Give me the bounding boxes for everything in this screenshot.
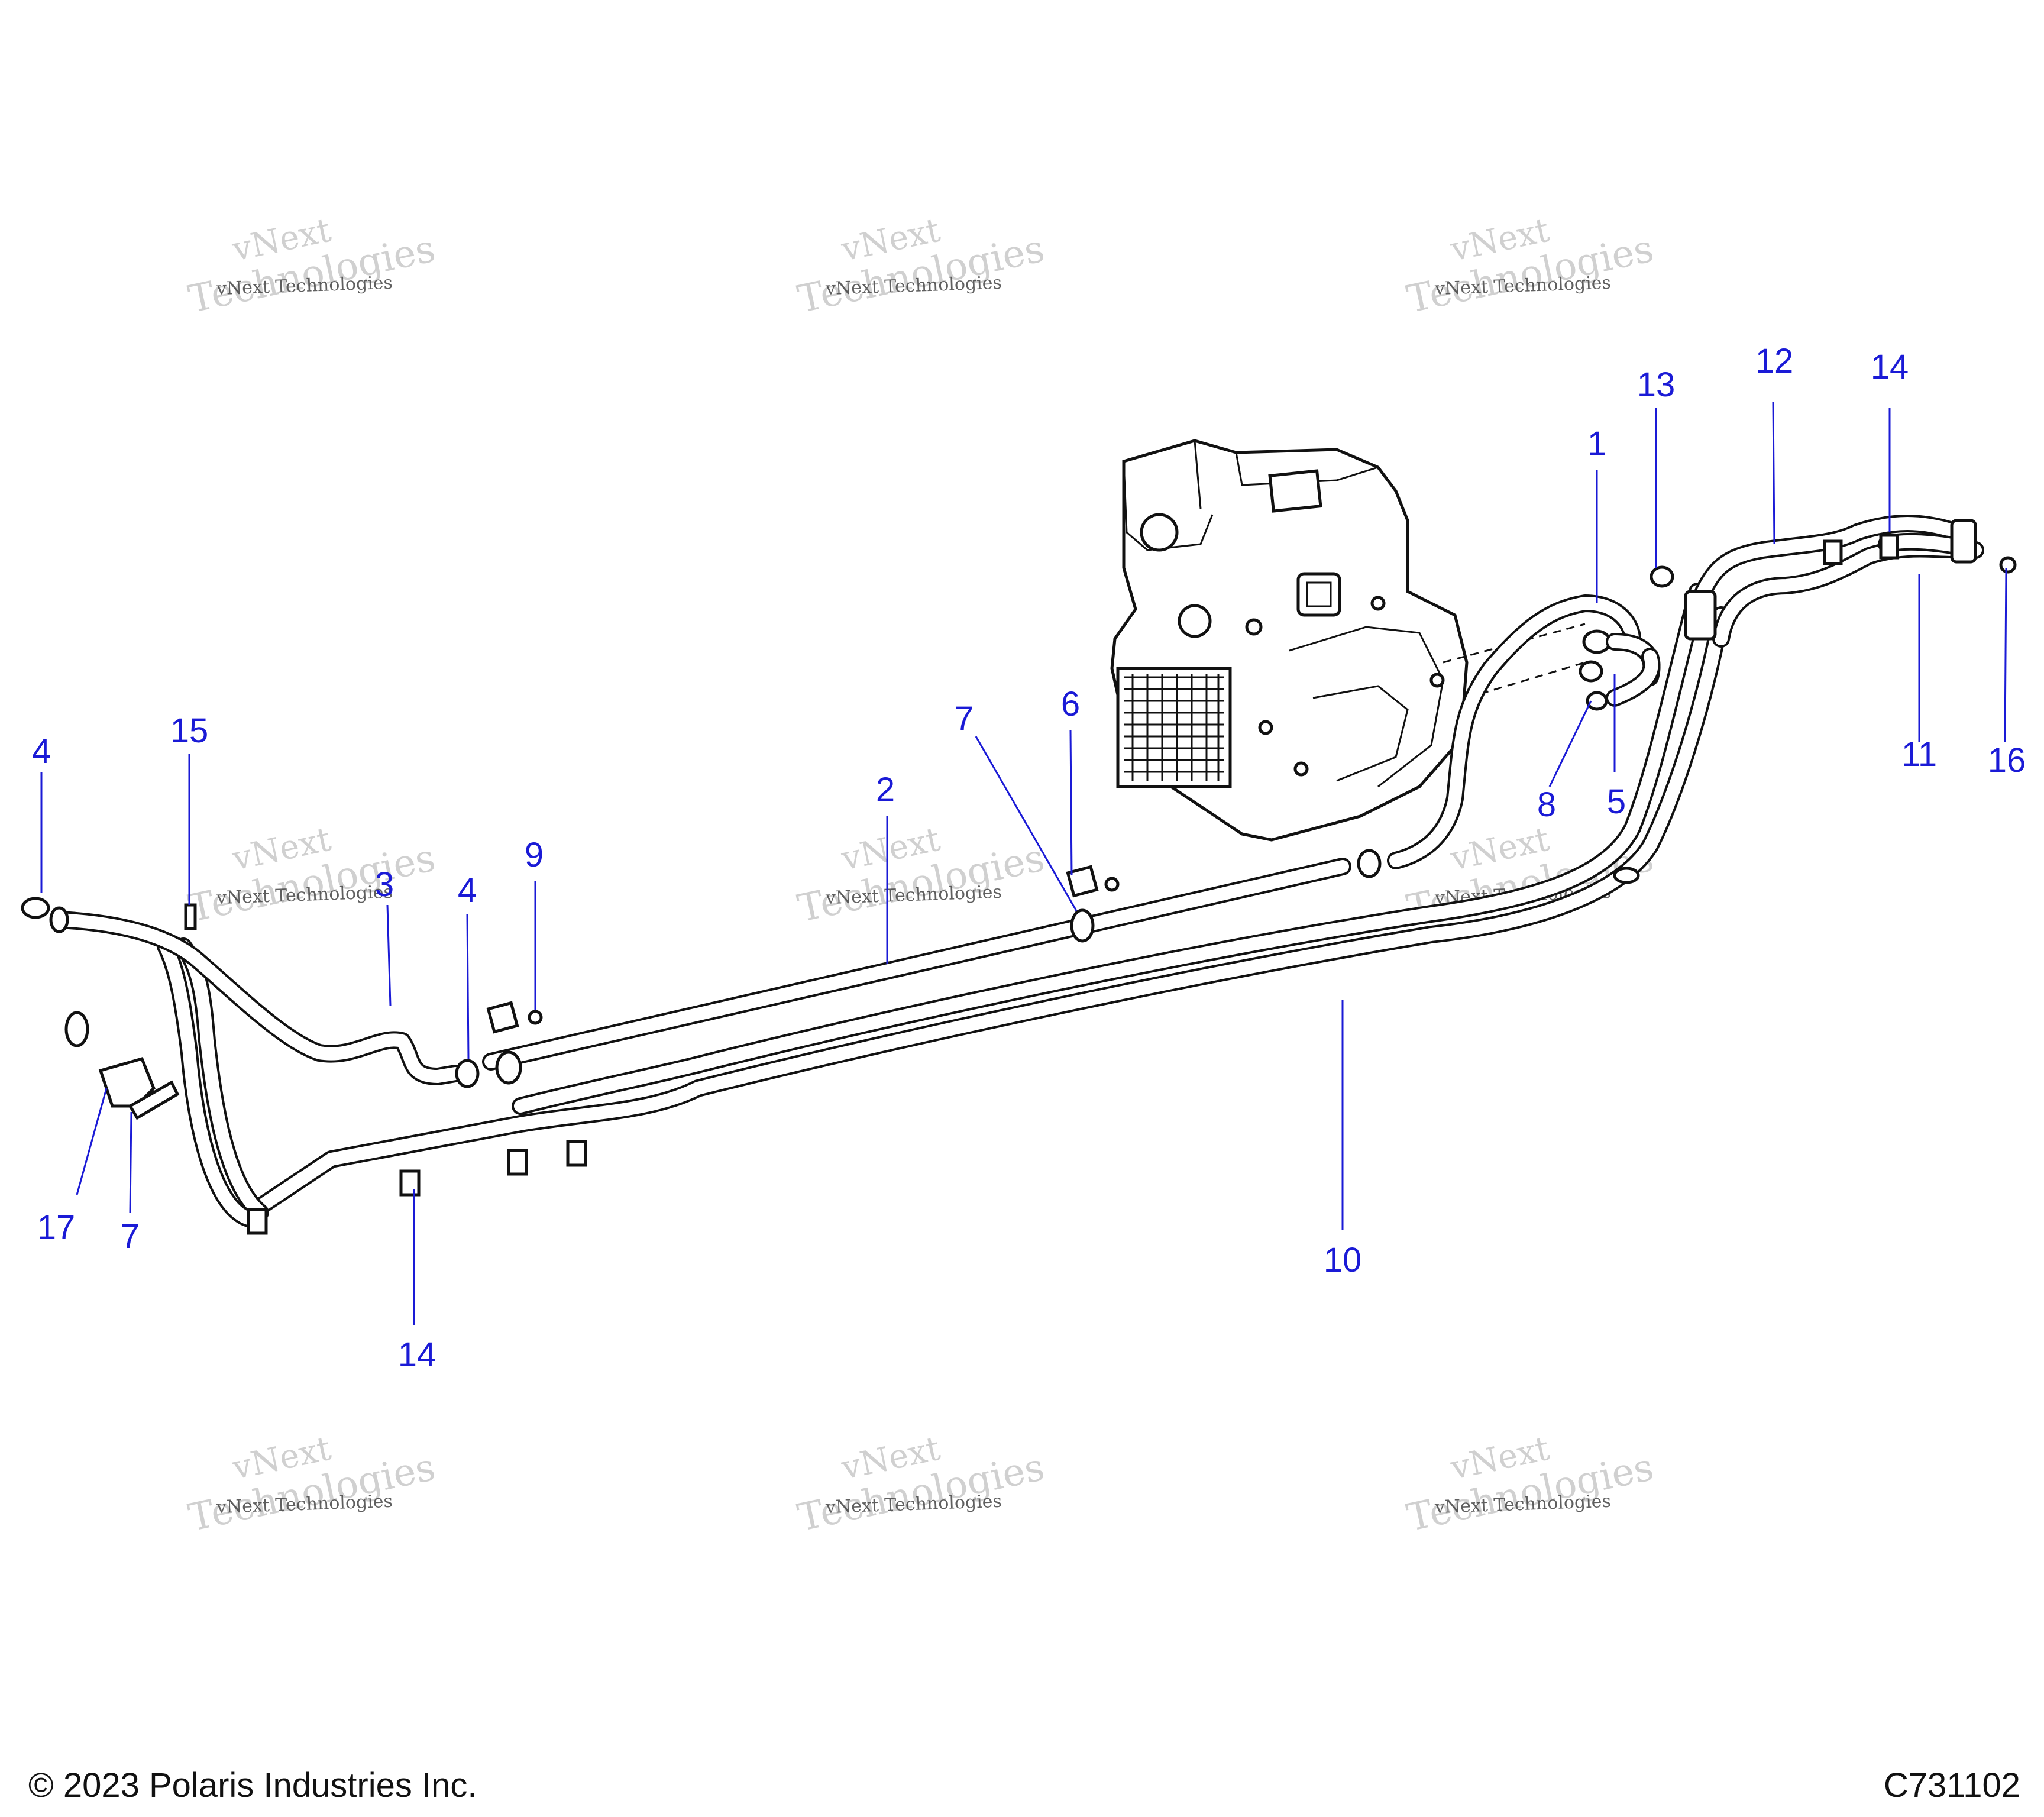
callout-15: 15 [170,712,209,750]
callout-2: 2 [876,771,895,809]
tube-2 [482,858,1351,1071]
watermark: vNext Technologies vNext Technologies [1403,1429,1657,1540]
callout-14: 14 [398,1336,436,1374]
callout-8: 8 [1537,785,1556,824]
bracket [486,1001,519,1034]
callout-7: 7 [955,700,974,738]
hose-clamp [455,1059,480,1088]
callout-14: 14 [1871,348,1909,386]
hardware [21,519,2017,1235]
watermark: vNext Technologies vNext Technologies [794,820,1048,931]
callout-10: 10 [1324,1241,1362,1279]
callout-7: 7 [121,1217,140,1256]
hose-clamp [64,1011,89,1047]
hose-clamp [21,897,50,919]
callout-5: 5 [1607,783,1626,821]
fitting [1950,519,1977,564]
tube-clip [1879,534,1899,560]
tube-clip [1823,539,1843,565]
watermark: vNext Technologies vNext Technologies [794,211,1048,322]
callout-4: 4 [32,732,51,771]
leader-lines [40,402,2007,1325]
watermark: vNext Technologies vNext Technologies [185,820,439,931]
heater-box-unit [1110,439,1469,842]
tube-1 [1387,594,1641,869]
watermark: vNext Technologies vNext Technologies [185,1429,439,1540]
callout-1: 1 [1587,425,1606,463]
tube-10 [157,583,1730,1227]
watermark: vNext Technologies vNext Technologies [185,211,439,322]
callouts: 1 2 3 4 4 5 6 7 7 8 9 10 11 12 13 14 14 … [32,342,2026,1374]
radiator-core [1124,674,1224,781]
callout-12: 12 [1755,342,1794,380]
drawing-number: C731102 [1883,1766,2020,1805]
callout-6: 6 [1061,685,1080,723]
grommet [495,1050,522,1085]
manifold-block [1684,590,1717,641]
tube-clip [1613,867,1640,884]
nut [528,1010,543,1025]
tube-clip [507,1149,528,1176]
hose-clamp [1579,660,1603,683]
callout-9: 9 [525,836,544,874]
bracket [1066,865,1099,898]
callout-17: 17 [37,1208,76,1247]
callout-3: 3 [375,865,394,904]
copyright-text: © 2023 Polaris Industries Inc. [28,1766,477,1805]
grommet [1650,565,1674,588]
callout-4: 4 [458,871,477,910]
tube-clip [566,1140,587,1167]
callout-16: 16 [1988,741,2026,780]
tube-clip [399,1169,421,1197]
watermark: vNext Technologies vNext Technologies [794,1429,1048,1540]
sleeve [128,1080,180,1120]
hose-clamp [1357,849,1382,878]
bolt [184,903,197,930]
callout-11: 11 [1901,735,1937,774]
nut [1104,877,1120,892]
alignment-line [1466,661,1586,699]
watermark: vNext Technologies vNext Technologies [1403,211,1657,322]
nut [1999,556,2017,574]
grommet [1070,908,1095,943]
tube-3 [49,906,464,1085]
callout-13: 13 [1637,366,1676,404]
tube-clip [247,1208,268,1235]
